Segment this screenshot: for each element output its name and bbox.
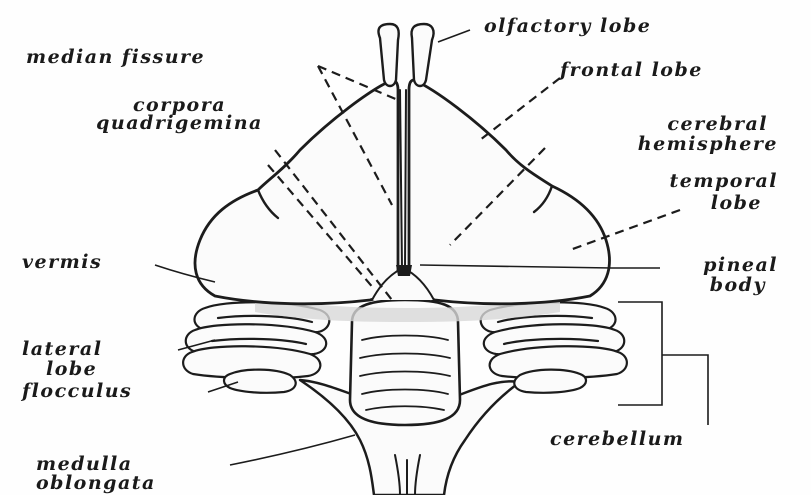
label-medulla-oblongata-line2: oblongata: [36, 474, 156, 492]
label-frontal-lobe: frontal lobe: [560, 61, 703, 79]
label-temporal-lobe-line2: lobe: [620, 194, 762, 212]
label-cerebral-hemisphere-line1: cerebral: [560, 115, 768, 133]
label-pineal-body-line2: body: [660, 276, 766, 294]
label-lateral-lobe-line1: lateral: [22, 340, 102, 358]
label-vermis: vermis: [22, 253, 102, 271]
label-medulla-oblongata-line1: medulla: [36, 455, 133, 473]
left-olfactory-lobe-shape: [378, 24, 398, 86]
right-cerebral-hemisphere-shape: [409, 80, 609, 304]
label-temporal-lobe-line1: temporal: [600, 172, 778, 190]
label-olfactory-lobe: olfactory lobe: [484, 17, 651, 35]
label-pineal-body-line1: pineal: [640, 256, 778, 274]
right-olfactory-lobe-shape: [412, 24, 434, 86]
label-median-fissure: median fissure: [26, 48, 205, 66]
label-lateral-lobe-line2: lobe: [46, 360, 97, 378]
label-corpora-quadrigemina-line2: quadrigemina: [72, 114, 287, 132]
label-cerebellum: cerebellum: [550, 430, 684, 448]
label-flocculus: flocculus: [22, 382, 132, 400]
label-cerebral-hemisphere-line2: hemisphere: [540, 135, 778, 153]
